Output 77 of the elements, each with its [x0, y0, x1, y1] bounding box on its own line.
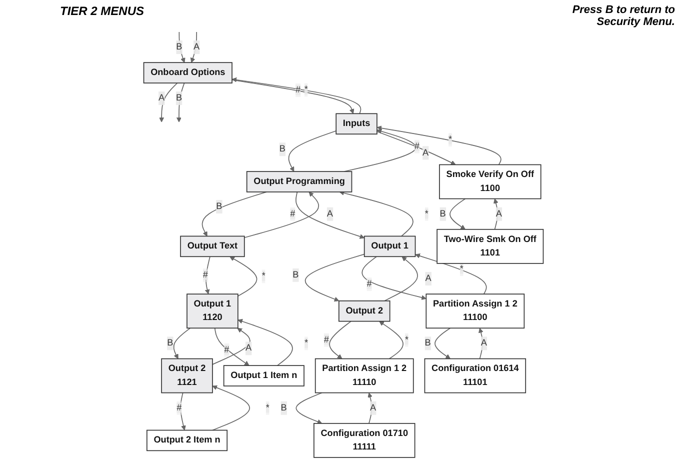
node-box: Output Programming — [246, 171, 352, 192]
arrow — [288, 130, 337, 172]
edge-label: # — [296, 85, 301, 95]
arrow — [376, 126, 502, 166]
edge-label: # — [290, 208, 296, 219]
node-box: Partition Assign 1 2 11110 — [314, 358, 414, 394]
diagram-title: TIER 2 MENUS — [60, 4, 144, 18]
arrow — [304, 254, 365, 302]
arrow — [296, 192, 365, 239]
edge-label: A — [194, 42, 200, 52]
node-box: Smoke Verify On Off 1100 — [439, 164, 542, 200]
edge-label: A — [246, 343, 252, 353]
arrow — [173, 328, 191, 359]
node-box: Output 1 Item n — [223, 365, 304, 386]
edge-label: A — [496, 208, 502, 219]
edge-label: B — [280, 402, 287, 413]
edge-label: * — [304, 84, 308, 94]
edge-label: * — [262, 271, 266, 281]
note-text: Press B to return to Security Menu. — [571, 4, 675, 28]
node-box: Output Text — [180, 236, 245, 258]
edge-label: B — [216, 202, 222, 212]
edge-label: # — [224, 344, 230, 355]
node-box: Output 2 1121 — [161, 358, 213, 394]
edge-label: # — [324, 334, 329, 345]
arrow — [376, 131, 456, 165]
edge-label: B — [424, 338, 431, 348]
arrow — [379, 321, 404, 360]
node-box: Output 2 — [338, 300, 390, 322]
edge-label: * — [266, 402, 270, 413]
edge-label: A — [158, 93, 165, 103]
edge-label: * — [460, 264, 464, 274]
edge-label: # — [176, 402, 182, 413]
node-box: Output 2 Item n — [146, 430, 228, 452]
arrow — [296, 392, 322, 424]
edge-label: A — [425, 274, 432, 284]
edge-label: # — [366, 279, 372, 289]
arrow — [212, 385, 250, 431]
arrow — [244, 192, 320, 238]
edge-label: * — [448, 134, 452, 144]
arrow — [329, 320, 352, 359]
arrow — [368, 392, 373, 424]
edge-label: B — [167, 338, 174, 348]
node-box: Output 1 — [364, 236, 416, 258]
arrow — [344, 128, 416, 172]
arrow — [159, 82, 178, 122]
edge-label: B — [176, 42, 182, 52]
edge-label: # — [202, 270, 208, 280]
arrow — [339, 190, 414, 237]
edge-label: * — [424, 208, 428, 219]
edge-label: A — [326, 208, 333, 219]
node-box: Output 1 1120 — [186, 294, 238, 329]
edge-label: B — [176, 93, 182, 103]
edge-label: A — [422, 148, 429, 158]
edge-label: A — [480, 338, 487, 348]
node-box: Configuration 01710 11111 — [314, 423, 416, 458]
arrow — [230, 256, 258, 297]
arrow — [478, 328, 484, 360]
edge-label: B — [279, 144, 286, 154]
node-box: Partition Assign 1 2 11100 — [426, 294, 525, 329]
node-box: Inputs — [336, 113, 378, 134]
edge-label: # — [414, 141, 420, 152]
arrow — [202, 192, 267, 236]
edge-label: B — [440, 208, 446, 219]
arrow — [434, 328, 451, 359]
edge-label: A — [370, 402, 376, 413]
node-box: Onboard Options — [143, 62, 232, 84]
arrow — [494, 198, 498, 230]
arrow — [362, 256, 426, 300]
edge-label: * — [404, 334, 408, 345]
edge-label: B — [292, 270, 299, 280]
arrow — [384, 256, 418, 302]
arrow — [238, 318, 293, 366]
node-box: Two-Wire Smk On Off 1101 — [436, 228, 544, 264]
arrow — [450, 198, 466, 230]
node-box: Configuration 01614 11101 — [424, 358, 526, 394]
arrow — [415, 253, 487, 294]
edge-label: * — [304, 338, 308, 348]
